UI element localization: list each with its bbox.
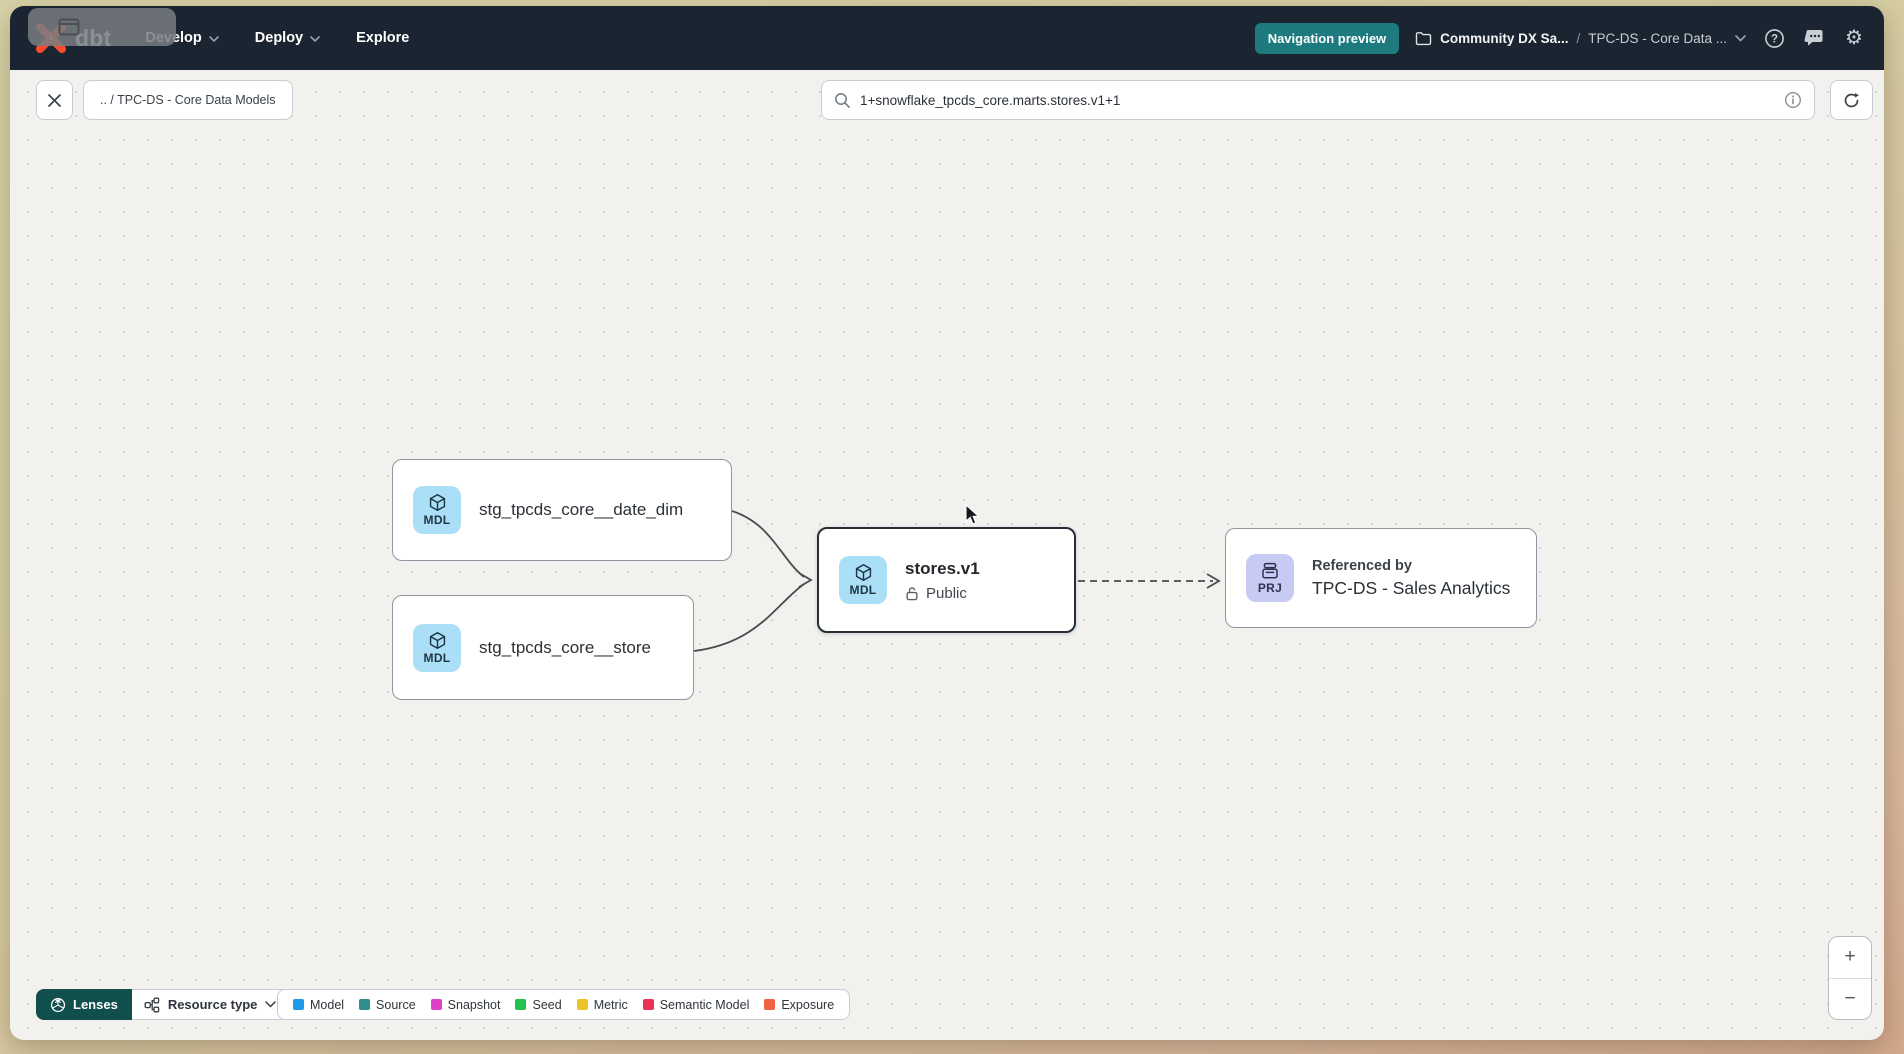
nav-deploy[interactable]: Deploy [255, 30, 320, 46]
legend-item-seed: Seed [515, 998, 562, 1012]
close-button[interactable] [36, 80, 73, 120]
lens-controls: Lenses Resource type [36, 989, 290, 1020]
chevron-down-icon [310, 36, 320, 42]
close-icon [48, 93, 61, 107]
legend-swatch [293, 999, 304, 1010]
lens-icon [50, 997, 66, 1012]
legend-swatch [515, 999, 527, 1010]
resource-type-icon [144, 997, 160, 1012]
breadcrumb-separator: / [1576, 30, 1581, 46]
folder-icon [1415, 31, 1432, 45]
feedback-icon[interactable] [1802, 26, 1826, 50]
project-badge: PRJ [1246, 554, 1294, 602]
legend-swatch [576, 999, 588, 1010]
chevron-down-icon [208, 36, 219, 42]
legend-swatch [359, 999, 371, 1010]
node-label: stg_tpcds_core__store [479, 637, 651, 657]
top-nav-bar: dbt Develop Deploy Explore Navigation pr… [10, 6, 1884, 70]
node-stg-tpcds-core-store[interactable]: MDL stg_tpcds_core__store [392, 595, 694, 700]
legend-item-model: Model [293, 998, 344, 1012]
legend-swatch [642, 999, 654, 1010]
navigation-preview-badge[interactable]: Navigation preview [1254, 22, 1400, 54]
model-cube-icon [855, 563, 871, 582]
model-badge: MDL [413, 486, 461, 534]
gear-icon[interactable]: ⚙ [1845, 27, 1863, 49]
window-icon [58, 18, 80, 36]
zoom-in-button[interactable]: + [1829, 937, 1871, 979]
breadcrumb-project[interactable]: Community DX Sa... [1440, 30, 1569, 46]
access-label: Public [926, 584, 967, 602]
lineage-selector-bar [821, 80, 1815, 120]
breadcrumb: Community DX Sa... / TPC-DS - Core Data … [1415, 31, 1746, 46]
legend-swatch [764, 999, 776, 1010]
node-referenced-by-project[interactable]: PRJ Referenced by TPC-DS - Sales Analyti… [1225, 528, 1537, 628]
chevron-down-icon [265, 1001, 277, 1008]
legend-item-snapshot: Snapshot [430, 998, 500, 1012]
header-right-cluster: Navigation preview Community DX Sa... / … [1254, 22, 1866, 54]
info-icon[interactable] [1784, 91, 1802, 109]
resource-type-legend: Model Source Snapshot Seed Metric Semant… [277, 989, 851, 1020]
lineage-scope-chip[interactable]: .. / TPC-DS - Core Data Models [83, 80, 293, 120]
search-icon [835, 92, 850, 108]
refresh-lineage-button[interactable] [1830, 80, 1873, 120]
legend-item-exposure: Exposure [764, 998, 834, 1012]
referenced-by-label: Referenced by [1312, 557, 1412, 574]
project-name: TPC-DS - Sales Analytics [1312, 577, 1511, 598]
breadcrumb-context[interactable]: TPC-DS - Core Data ... [1588, 30, 1727, 46]
resource-type-dropdown[interactable]: Resource type [131, 989, 290, 1020]
node-title: stores.v1 [905, 558, 980, 578]
help-icon[interactable]: ? [1762, 26, 1786, 50]
zoom-out-button[interactable]: − [1844, 987, 1856, 1009]
node-label: stg_tpcds_core__date_dim [479, 500, 684, 519]
legend-item-semantic-model: Semantic Model [642, 998, 749, 1012]
mouse-cursor [965, 504, 980, 525]
lenses-button[interactable]: Lenses [36, 989, 132, 1020]
unlock-icon [906, 586, 918, 600]
model-cube-icon [429, 493, 445, 512]
node-stg-tpcds-core-date-dim[interactable]: MDL stg_tpcds_core__date_dim [392, 459, 732, 561]
model-badge: MDL [413, 623, 461, 672]
refresh-icon [1844, 92, 1859, 107]
svg-text:?: ? [1770, 33, 1777, 45]
main-nav: Develop Deploy Explore [145, 30, 409, 46]
node-stores-v1[interactable]: MDL stores.v1 Public [817, 527, 1076, 633]
legend-item-source: Source [359, 998, 416, 1012]
project-archive-icon [1262, 562, 1278, 579]
legend-item-metric: Metric [576, 998, 628, 1012]
selector-input[interactable] [860, 92, 1775, 108]
nav-explore[interactable]: Explore [356, 30, 410, 46]
zoom-controls: + − [1828, 936, 1872, 1020]
model-badge: MDL [839, 556, 887, 604]
screen-recorder-widget [28, 8, 176, 46]
chevron-down-icon[interactable] [1735, 34, 1746, 42]
app-window: dbt Develop Deploy Explore Navigation pr… [10, 6, 1884, 1040]
model-cube-icon [429, 631, 445, 649]
legend-swatch [430, 999, 442, 1010]
access-row: Public [905, 585, 980, 602]
